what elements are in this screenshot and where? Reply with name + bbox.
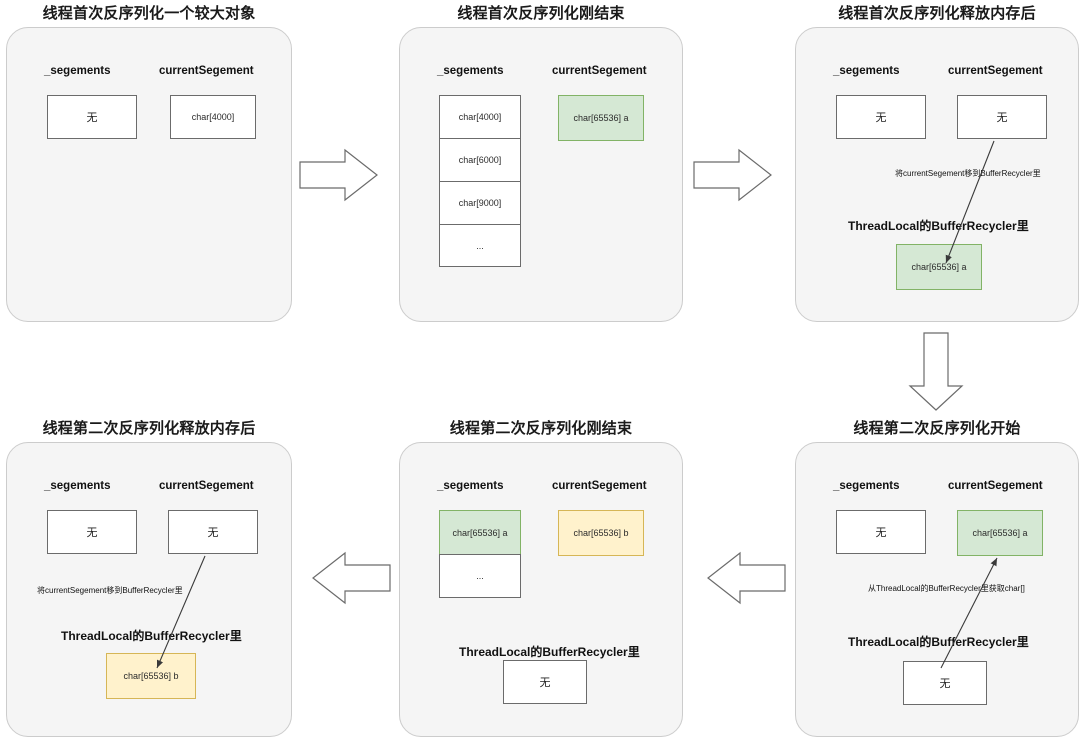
recycler-title: ThreadLocal的BufferRecycler里: [459, 645, 640, 659]
column-header-current-segment: currentSegement: [552, 480, 647, 492]
panel-second-deser-just-finished: 线程第二次反序列化刚结束 _segements currentSegement …: [399, 417, 683, 737]
panel-title: 线程第二次反序列化释放内存后: [42, 420, 256, 437]
panel-first-deser-just-finished: 线程首次反序列化刚结束 _segements currentSegement c…: [399, 2, 683, 322]
panel-body: [6, 27, 292, 322]
recycler-value-box: char[65536] b: [106, 653, 196, 699]
column-header-current-segment: currentSegement: [948, 65, 1043, 77]
column-header-current-segment: currentSegement: [159, 65, 254, 77]
segments-value-box: 无: [836, 95, 926, 139]
recycler-value-box: char[65536] a: [896, 244, 982, 290]
recycler-value-box: 无: [903, 661, 987, 705]
recycler-title: ThreadLocal的BufferRecycler里: [848, 219, 1029, 233]
recycler-title: ThreadLocal的BufferRecycler里: [61, 629, 242, 643]
column-header-segments: _segements: [44, 480, 111, 492]
recycler-value-box: 无: [503, 660, 587, 704]
panel-title: 线程首次反序列化一个较大对象: [42, 5, 256, 22]
list-item: char[9000]: [439, 181, 521, 224]
column-header-current-segment: currentSegement: [552, 65, 647, 77]
segments-value-box: 无: [47, 510, 137, 554]
segments-stack: char[65536] a ...: [439, 510, 521, 598]
current-segment-value-box: 无: [168, 510, 258, 554]
panel-second-deser-start: 线程第二次反序列化开始 _segements currentSegement 无…: [795, 417, 1079, 737]
column-header-current-segment: currentSegement: [159, 480, 254, 492]
arrow-p4-to-p5-icon: [707, 551, 786, 605]
list-item: ...: [439, 554, 521, 598]
current-segment-value-box: char[65536] a: [558, 95, 644, 141]
panel-title: 线程首次反序列化刚结束: [457, 5, 625, 22]
fetch-from-recycler-note: 从ThreadLocal的BufferRecycler里获取char[]: [868, 584, 1025, 593]
column-header-segments: _segements: [833, 480, 900, 492]
segments-value-box: 无: [836, 510, 926, 554]
segments-value-box: 无: [47, 95, 137, 139]
list-item: char[4000]: [439, 95, 521, 138]
column-header-segments: _segements: [437, 65, 504, 77]
move-to-recycler-note: 将currentSegement移到BufferRecycler里: [37, 586, 183, 595]
current-segment-value-box: char[4000]: [170, 95, 256, 139]
panel-second-deser-after-release: 线程第二次反序列化释放内存后 _segements currentSegemen…: [6, 417, 292, 737]
column-header-segments: _segements: [833, 65, 900, 77]
move-to-recycler-note: 将currentSegement移到BufferRecycler里: [895, 169, 1041, 178]
current-segment-value-box: char[65536] a: [957, 510, 1043, 556]
panel-title: 线程第二次反序列化刚结束: [449, 420, 633, 437]
list-item: char[65536] a: [439, 510, 521, 554]
arrow-p1-to-p2-icon: [299, 148, 378, 202]
panel-first-deser-after-release: 线程首次反序列化释放内存后 _segements currentSegement…: [795, 2, 1079, 322]
recycler-title: ThreadLocal的BufferRecycler里: [848, 635, 1029, 649]
column-header-current-segment: currentSegement: [948, 480, 1043, 492]
column-header-segments: _segements: [437, 480, 504, 492]
panel-body: [795, 27, 1079, 322]
list-item: char[6000]: [439, 138, 521, 181]
current-segment-value-box: 无: [957, 95, 1047, 139]
current-segment-value-box: char[65536] b: [558, 510, 644, 556]
arrow-p2-to-p3-icon: [693, 148, 772, 202]
arrow-p3-to-p4-icon: [908, 332, 964, 411]
panel-title: 线程第二次反序列化开始: [853, 420, 1021, 437]
column-header-segments: _segements: [44, 65, 111, 77]
arrow-p5-to-p6-icon: [312, 551, 391, 605]
segments-stack: char[4000] char[6000] char[9000] ...: [439, 95, 521, 267]
panel-title: 线程首次反序列化释放内存后: [838, 5, 1036, 22]
list-item: ...: [439, 224, 521, 267]
panel-first-deser-large-object: 线程首次反序列化一个较大对象 _segements currentSegemen…: [6, 2, 292, 322]
